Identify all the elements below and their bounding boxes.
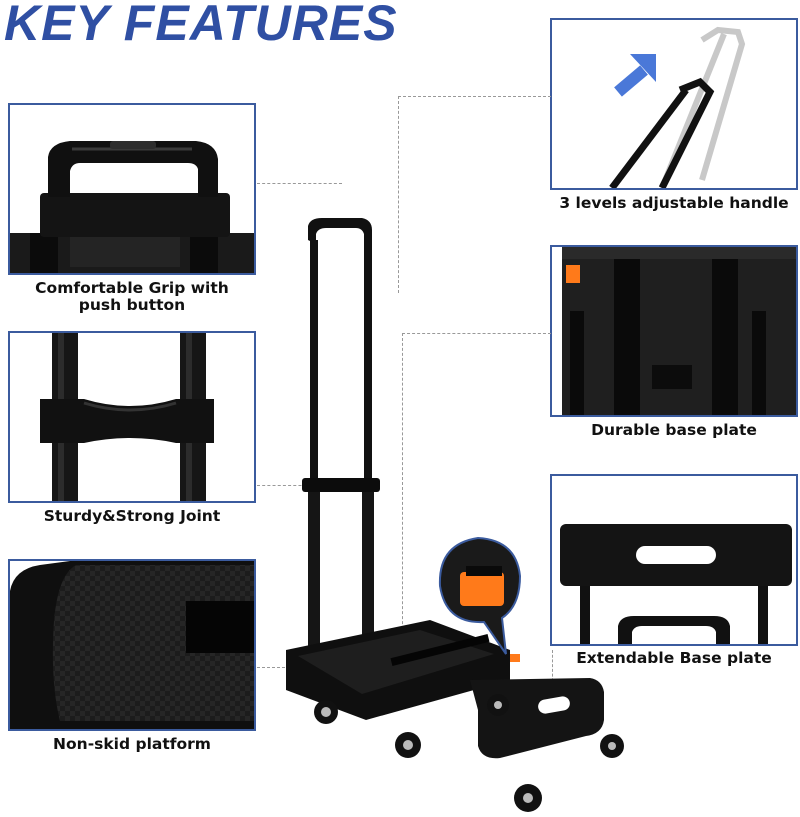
feature-caption-grip: Comfortable Grip with push button xyxy=(35,279,229,314)
telescoping-handle-icon xyxy=(609,26,746,188)
feature-panel-extension xyxy=(550,474,798,646)
feature-panel-handle xyxy=(550,18,798,190)
feature-panel-grip xyxy=(8,103,256,275)
feature-caption-base: Durable base plate xyxy=(591,421,757,439)
platform-texture-icon xyxy=(10,561,254,729)
feature-panel-base xyxy=(550,245,798,417)
leader-base xyxy=(402,333,551,634)
leader-platform xyxy=(257,667,295,668)
leader-extension xyxy=(552,650,553,686)
base-plate-icon xyxy=(562,247,796,415)
feature-caption-handle: 3 levels adjustable handle xyxy=(559,194,789,212)
extension-plate-icon xyxy=(560,524,792,644)
hand-truck-illustration xyxy=(286,218,624,812)
feature-caption-joint: Sturdy&Strong Joint xyxy=(43,507,221,525)
page-title: KEY FEATURES xyxy=(4,0,398,51)
feature-caption-extension: Extendable Base plate xyxy=(576,649,772,667)
feature-caption-platform: Non-skid platform xyxy=(53,735,211,753)
leader-grip xyxy=(257,183,342,184)
feature-panel-joint xyxy=(8,331,256,503)
orange-clip-callout xyxy=(438,536,522,655)
joint-icon xyxy=(40,333,214,501)
leader-joint xyxy=(257,485,317,486)
leader-handle xyxy=(398,96,551,293)
feature-panel-platform xyxy=(8,559,256,731)
grip-handle-icon xyxy=(10,141,254,273)
